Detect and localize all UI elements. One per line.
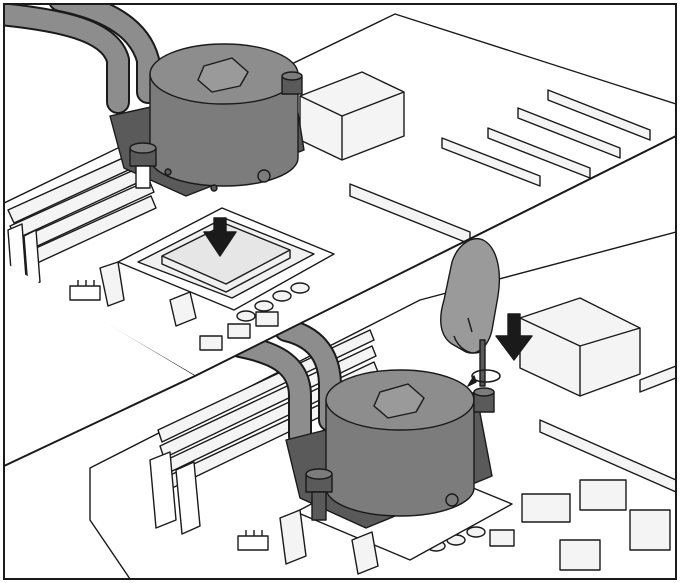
- fan-header-bottom: [237, 530, 269, 551]
- ram-slots: [7, 147, 157, 289]
- pump-block: [109, 43, 305, 197]
- io-block-bottom: [519, 297, 641, 397]
- pump-block-bottom: [285, 369, 495, 529]
- thumbscrew-back: [473, 387, 495, 413]
- rotate-arrow-icon: [467, 369, 501, 387]
- figure-border: [3, 3, 677, 580]
- capacitors: [199, 282, 310, 351]
- coolant-tubes-bottom: [228, 318, 342, 448]
- pump-body: [149, 73, 299, 187]
- step-panel-bottom: [89, 231, 676, 579]
- thumbscrew-right: [281, 71, 303, 95]
- pcie-slots-bottom: [539, 365, 676, 493]
- fan-header: [69, 280, 101, 301]
- thumbscrew-left: [129, 142, 157, 189]
- cpu-socket: [99, 207, 335, 327]
- thumbscrew-front: [305, 468, 333, 521]
- down-arrow-icon: [203, 217, 237, 257]
- pump-body-bottom: [325, 399, 475, 517]
- pump-logo-bottom: [373, 383, 425, 419]
- coolant-tubes: [4, 4, 160, 114]
- hand-icon: [440, 237, 501, 354]
- io-block: [299, 71, 405, 161]
- pcie-slots: [349, 89, 651, 245]
- motherboard: [4, 13, 676, 376]
- step-panel-top: [4, 4, 676, 376]
- down-arrow-icon: [495, 313, 533, 361]
- pump-logo: [197, 57, 249, 93]
- panel-divider: [3, 135, 677, 467]
- screwdriver-icon: [479, 339, 486, 387]
